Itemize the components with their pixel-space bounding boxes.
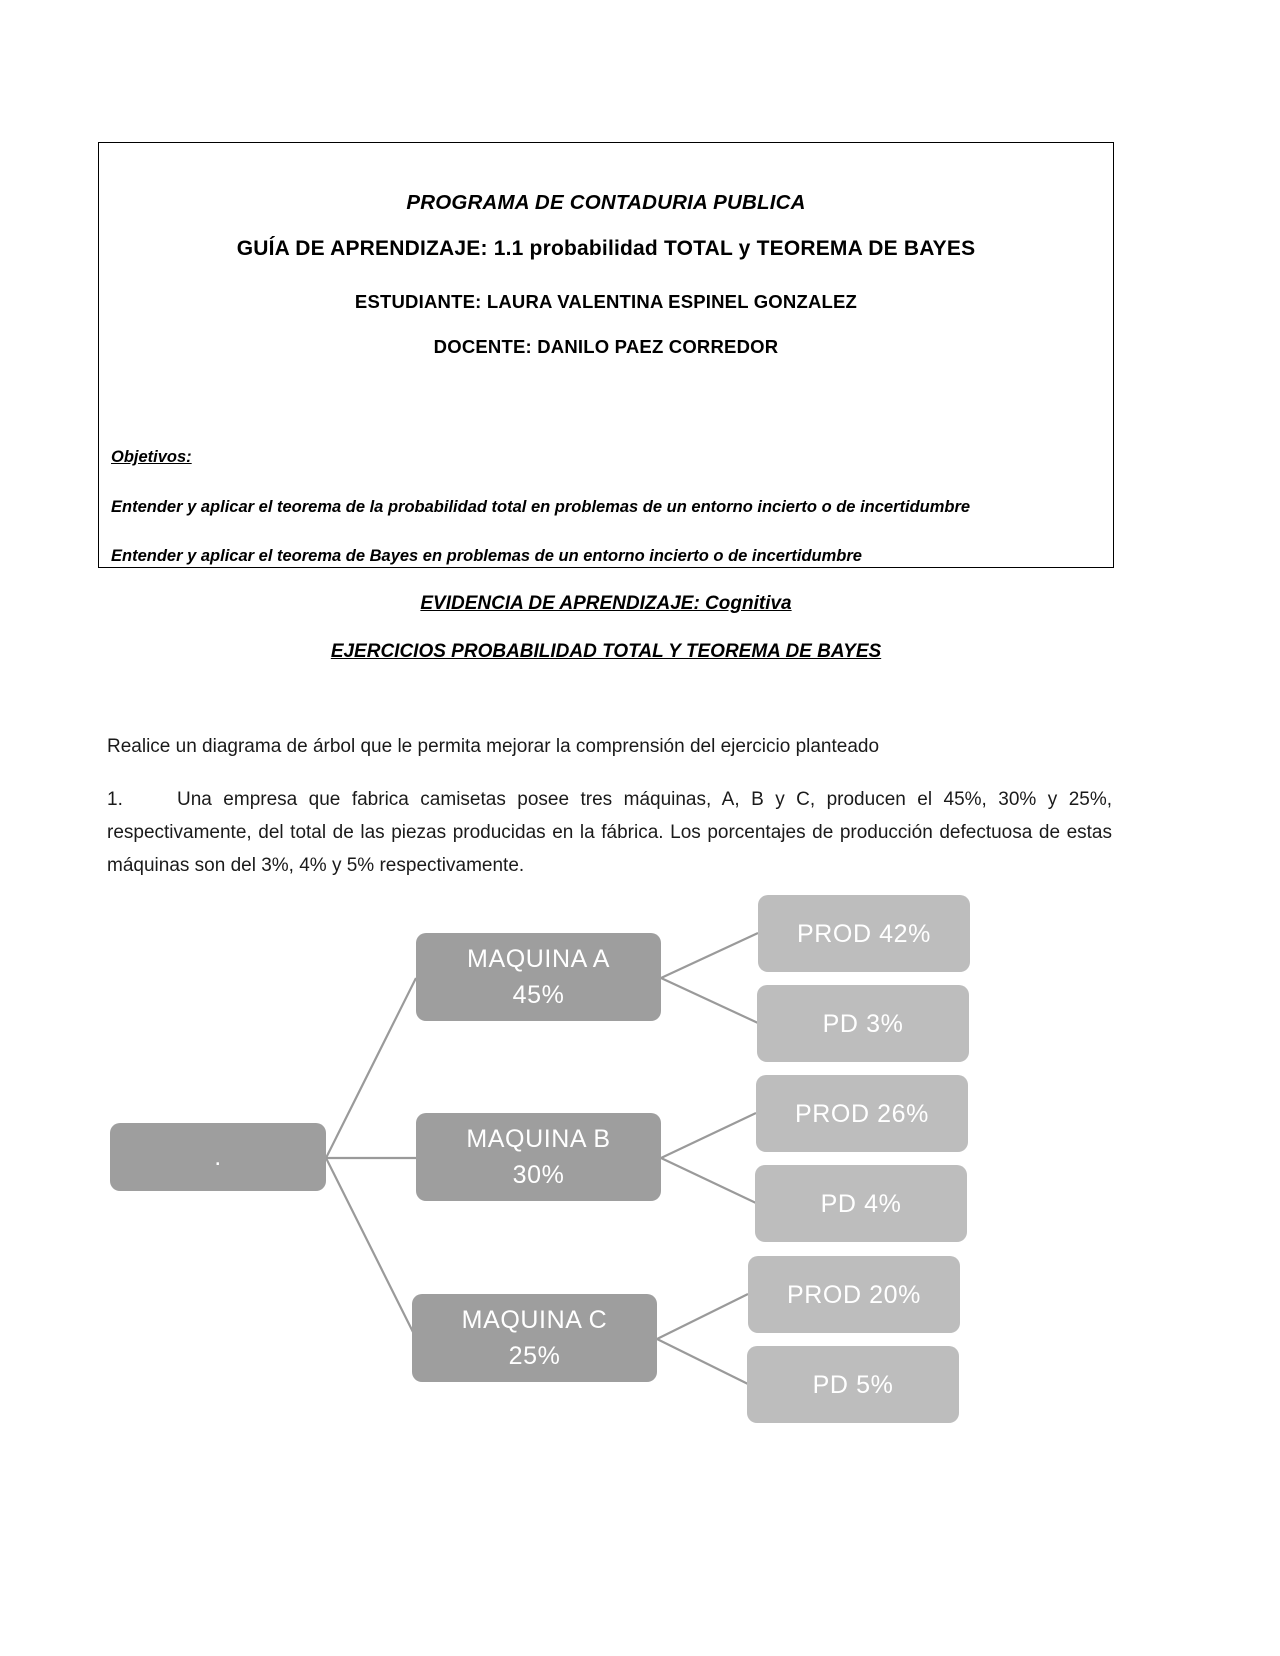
node-pd-a-label: PD 3% (822, 1009, 904, 1038)
header-info-box: PROGRAMA DE CONTADURIA PUBLICA GUÍA DE A… (98, 142, 1114, 568)
node-maquina-a[interactable]: MAQUINA A 45% (416, 933, 661, 1021)
program-title: PROGRAMA DE CONTADURIA PUBLICA (406, 191, 806, 214)
objective-item-1: Entender y aplicar el teorema de la prob… (111, 498, 971, 516)
node-maquina-b[interactable]: MAQUINA B 30% (416, 1113, 661, 1201)
node-maquina-b-title: MAQUINA B (466, 1125, 611, 1153)
node-prod-b-label: PROD 26% (794, 1099, 929, 1128)
instruction-paragraph: Realice un diagrama de árbol que le perm… (107, 736, 880, 757)
connector-a-to-prod (660, 932, 759, 979)
objective-item-2: Entender y aplicar el teorema de Bayes e… (111, 547, 862, 565)
node-maquina-a-value: 45% (512, 981, 565, 1009)
probability-tree-diagram: . MAQUINA A 45% MAQUINA B 30% MAQUINA C … (0, 880, 1280, 1440)
connector-a-to-pd (660, 977, 759, 1024)
connector-c-to-prod (656, 1293, 749, 1340)
exercises-heading: EJERCICIOS PROBABILIDAD TOTAL Y TEOREMA … (330, 641, 882, 662)
tree-connector-lines (325, 932, 759, 1385)
connector-root-to-c (325, 1157, 417, 1339)
guide-title: GUÍA DE APRENDIZAJE: 1.1 probabilidad TO… (236, 237, 976, 260)
problem-number: 1. (107, 789, 123, 810)
node-prod-a-label: PROD 42% (796, 919, 931, 948)
node-prod-b[interactable]: PROD 26% (756, 1075, 968, 1152)
node-pd-b-label: PD 4% (820, 1189, 902, 1218)
student-name: ESTUDIANTE: LAURA VALENTINA ESPINEL GONZ… (354, 291, 858, 312)
node-maquina-b-value: 30% (512, 1161, 565, 1189)
node-maquina-a-title: MAQUINA A (467, 945, 610, 973)
root-node-label: . (214, 1143, 222, 1171)
connector-b-to-pd (660, 1157, 757, 1204)
node-prod-c[interactable]: PROD 20% (748, 1256, 960, 1333)
problem-paragraph: 1.Una empresa que fabrica camisetas pose… (107, 783, 1112, 882)
teacher-name: DOCENTE: DANILO PAEZ CORREDOR (433, 336, 779, 357)
root-node[interactable]: . (110, 1123, 326, 1191)
objectives-label: Objetivos: (111, 448, 192, 466)
node-maquina-c[interactable]: MAQUINA C 25% (412, 1294, 657, 1382)
node-pd-c-label: PD 5% (812, 1370, 894, 1399)
connector-b-to-prod (660, 1112, 757, 1159)
connector-c-to-pd (656, 1338, 749, 1385)
node-pd-c[interactable]: PD 5% (747, 1346, 959, 1423)
node-maquina-c-title: MAQUINA C (461, 1306, 608, 1334)
node-pd-b[interactable]: PD 4% (755, 1165, 967, 1242)
node-prod-a[interactable]: PROD 42% (758, 895, 970, 972)
node-maquina-c-value: 25% (508, 1342, 561, 1370)
node-pd-a[interactable]: PD 3% (757, 985, 969, 1062)
node-prod-c-label: PROD 20% (786, 1280, 921, 1309)
evidence-heading: EVIDENCIA DE APRENDIZAJE: Cognitiva (420, 593, 792, 614)
problem-statement: Una empresa que fabrica camisetas posee … (107, 789, 1112, 876)
connector-root-to-a (325, 977, 417, 1159)
